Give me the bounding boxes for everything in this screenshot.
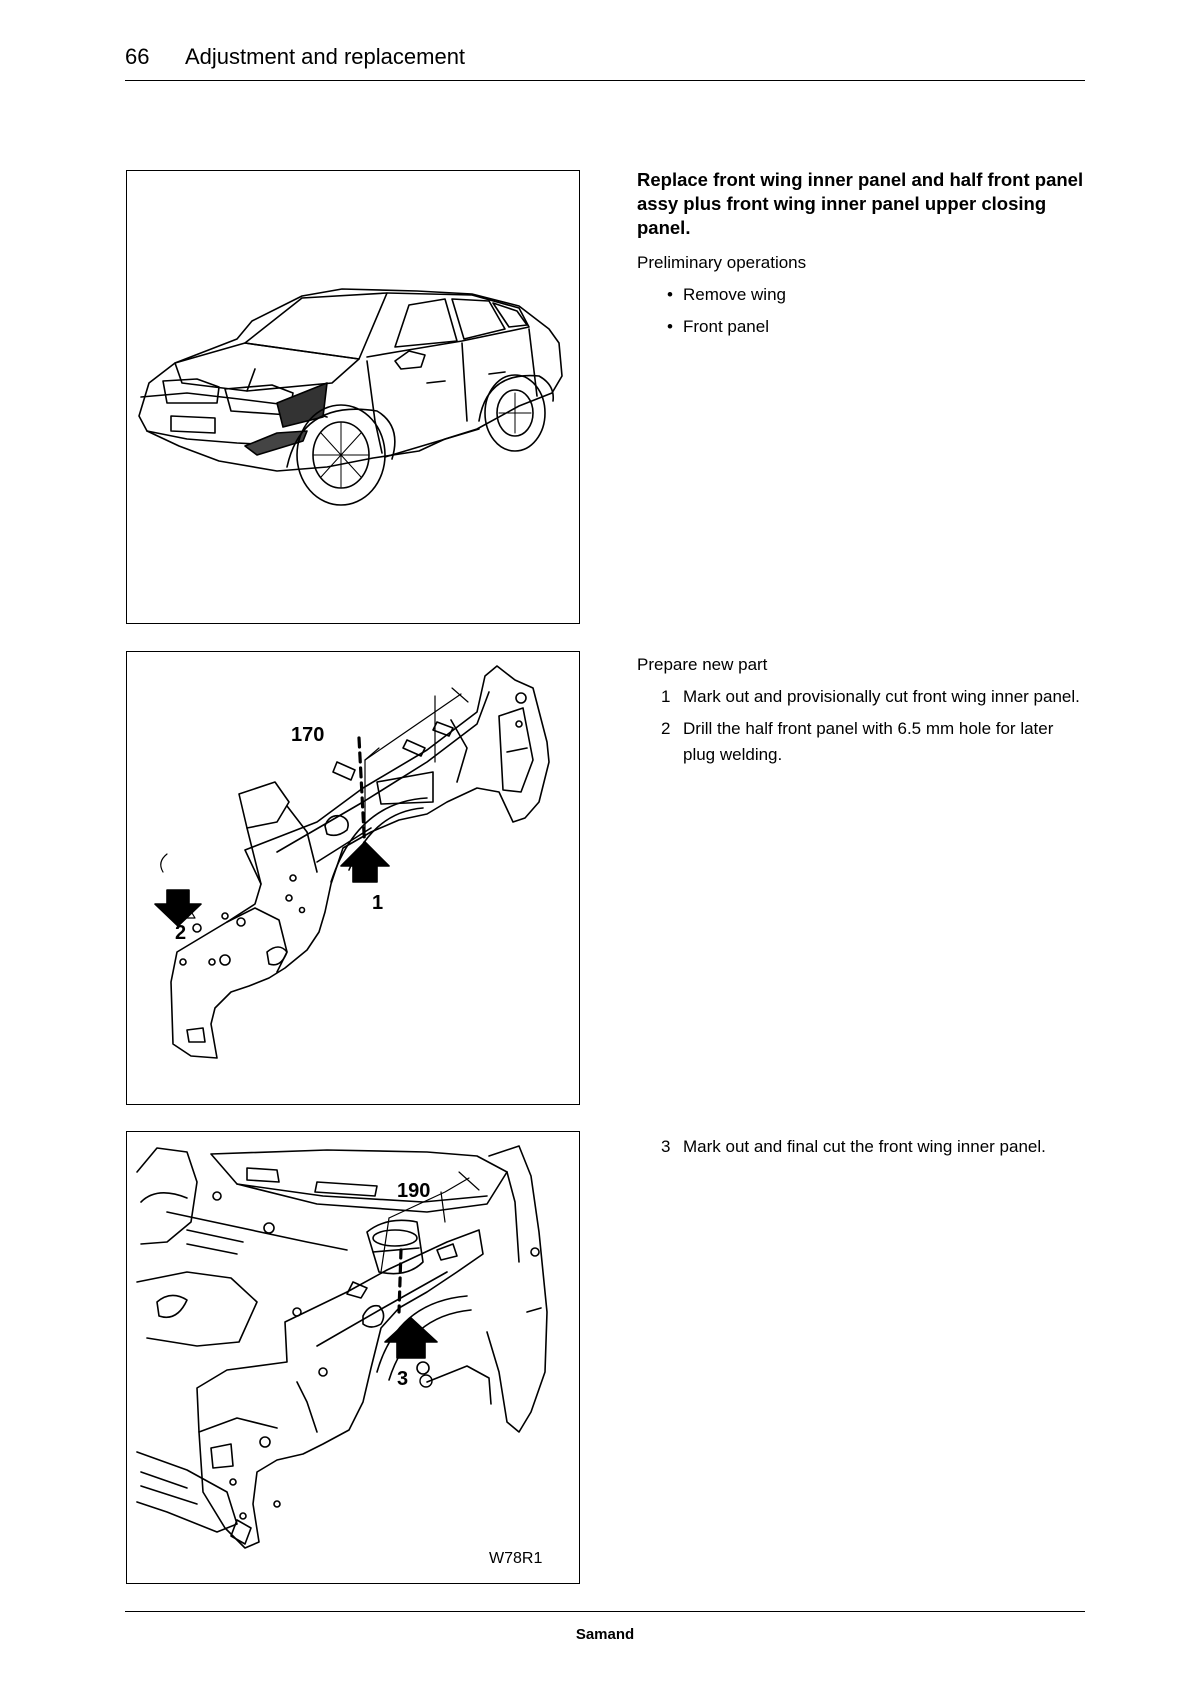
- car-illustration: [138, 288, 563, 506]
- figure-final-cut: 190 3 W78R1: [126, 1131, 580, 1584]
- prepare-heading: Prepare new part: [637, 655, 768, 674]
- bullet-marker: •: [667, 317, 673, 336]
- hole-marker-icon: [419, 1374, 433, 1388]
- list-item: •Remove wing: [637, 282, 1085, 308]
- preliminary-heading: Preliminary operations: [637, 253, 807, 272]
- inner-panel-illustration: [154, 665, 550, 1059]
- dimension-190: 190: [397, 1180, 431, 1202]
- footer-brand: Samand: [575, 1626, 635, 1643]
- page-header: 66 Adjustment and replacement: [125, 44, 1085, 81]
- bullet-marker: •: [667, 285, 673, 304]
- figure-code: W78R1: [489, 1550, 543, 1567]
- figure-car-overview: [126, 170, 580, 624]
- body-frame-illustration: [136, 1145, 548, 1549]
- section-title: Replace front wing inner panel and half …: [637, 169, 1084, 238]
- figure-new-part: 170 1 2: [126, 651, 580, 1105]
- page-footer: Samand: [125, 1611, 1085, 1643]
- page-number: 66: [125, 44, 150, 69]
- dimension-170: 170: [291, 724, 325, 746]
- header-title: Adjustment and replacement: [185, 44, 466, 69]
- callout-2: 2: [175, 922, 187, 944]
- callout-1: 1: [372, 892, 384, 914]
- section-intro: Replace front wing inner panel and half …: [637, 168, 1085, 340]
- preliminary-list: •Remove wing •Front panel: [637, 282, 1085, 340]
- list-item: •Front panel: [637, 314, 1085, 340]
- callout-3: 3: [397, 1368, 409, 1390]
